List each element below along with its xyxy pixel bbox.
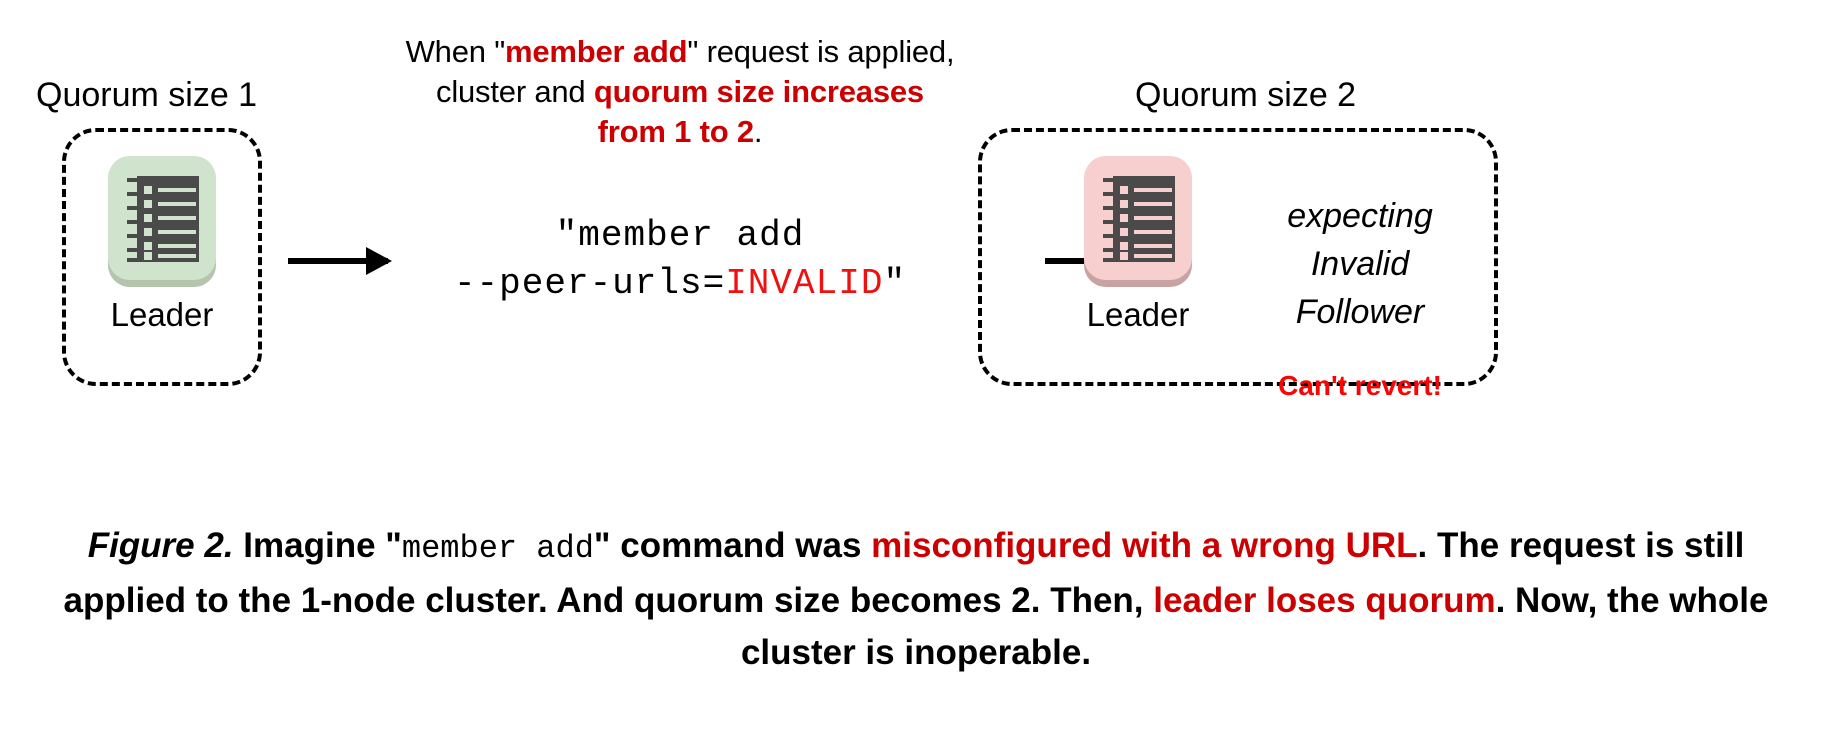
arrow-left-to-command (288, 247, 392, 275)
left-node: Leader (92, 156, 232, 334)
figure-caption: Figure 2. Imagine "member add" command w… (63, 526, 1769, 672)
command-line-2: --peer-urls=INVALID" (453, 263, 907, 304)
notebook-body (1113, 176, 1175, 262)
invalid-token: INVALID (725, 263, 884, 304)
top-annotation-line-2: cluster and quorum size increases (436, 74, 924, 109)
notebook-spiral (1103, 176, 1115, 262)
right-cluster-boundary (978, 128, 1498, 386)
expecting-follower-note: expecting Invalid Follower (1235, 192, 1485, 336)
left-cluster-boundary (62, 128, 262, 386)
emphasis-member-add: member add (505, 34, 688, 69)
top-annotation-line-1: When "member add" request is applied, (405, 34, 955, 69)
left-node-label: Leader (110, 296, 214, 333)
emphasis-misconfigured: misconfigured with a wrong URL (871, 526, 1418, 565)
right-cluster-title: Quorum size 2 (1135, 76, 1357, 114)
emphasis-quorum-increases: quorum size increases (593, 74, 924, 109)
expecting-line-2: Invalid (1310, 245, 1410, 283)
emphasis-from-1-to-2: from 1 to 2 (597, 114, 754, 149)
right-node-label: Leader (1086, 296, 1190, 333)
expecting-line-3: Follower (1295, 293, 1425, 331)
top-annotation: When "member add" request is applied, cl… (370, 32, 990, 152)
caption-command: member add (401, 530, 594, 567)
cant-revert-warning: Can't revert! (1278, 370, 1442, 401)
notebook-icon (108, 156, 216, 280)
command-text: "member add --peer-urls=INVALID" (430, 212, 930, 308)
command-line-1: "member add (555, 215, 805, 256)
notebook-icon (1084, 156, 1192, 280)
right-node: Leader (1068, 156, 1208, 334)
notebook-spiral (127, 176, 139, 262)
top-annotation-line-3: from 1 to 2. (597, 114, 763, 149)
notebook-body (137, 176, 199, 262)
expecting-line-1: expecting (1287, 197, 1433, 235)
figure-number: Figure 2. (87, 526, 234, 565)
left-cluster-title: Quorum size 1 (36, 76, 258, 114)
emphasis-leader-loses-quorum: leader loses quorum (1153, 581, 1496, 620)
